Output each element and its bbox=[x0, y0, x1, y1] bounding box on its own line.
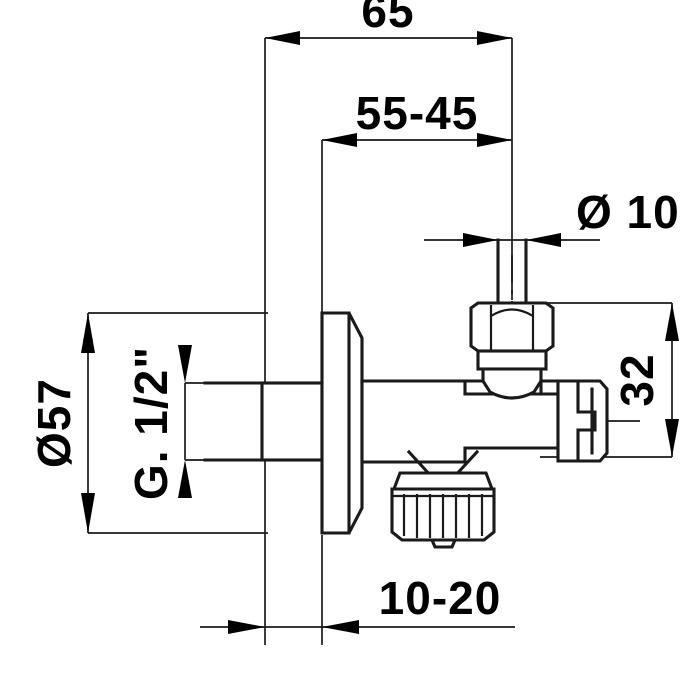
dim-label-dia57: Ø57 bbox=[28, 378, 80, 468]
arrow-65-left bbox=[265, 31, 300, 45]
arrow-thread-top bbox=[178, 345, 192, 383]
handle-collar bbox=[391, 471, 495, 491]
dimension-thread-size: G. 1/2" bbox=[125, 345, 192, 500]
hex-facet-arc bbox=[490, 308, 534, 317]
dim-label-55-45: 55-45 bbox=[356, 87, 479, 139]
dimension-wall-thickness-range: 10-20 bbox=[200, 572, 515, 634]
screwdriver-slot bbox=[576, 381, 597, 461]
dim-label-10-20: 10-20 bbox=[379, 572, 502, 624]
arrow-1020-right bbox=[322, 620, 359, 634]
dimension-outlet-height: 32 bbox=[611, 303, 679, 457]
flange-plate-body bbox=[320, 311, 364, 535]
arrow-dia57-bottom bbox=[81, 493, 95, 533]
inlet-threaded-nipple bbox=[203, 381, 324, 462]
dimension-flange-diameter: Ø57 bbox=[28, 313, 95, 533]
dimension-projection-range: 55-45 bbox=[322, 87, 512, 147]
dim-label-65: 65 bbox=[361, 0, 414, 37]
outlet-assembly bbox=[463, 238, 560, 400]
handle-bottom-boss bbox=[429, 538, 458, 549]
arrow-dia10-left bbox=[463, 233, 498, 247]
dim-label-32: 32 bbox=[611, 353, 663, 406]
slotted-end-cap bbox=[556, 379, 609, 463]
dim-label-thread: G. 1/2" bbox=[125, 346, 177, 500]
arrow-5545-left bbox=[322, 133, 357, 147]
nut-collar bbox=[476, 349, 548, 371]
dimension-outlet-diameter: Ø 10 bbox=[424, 186, 680, 247]
arrow-1020-left bbox=[228, 620, 265, 634]
valve-neck-cone bbox=[481, 367, 543, 400]
arrow-32-top bbox=[665, 303, 679, 341]
dimension-overall-length: 65 bbox=[265, 0, 512, 45]
handle-knurl-ribs bbox=[402, 494, 484, 538]
wall-flange-escutcheon bbox=[320, 311, 364, 535]
arrow-dia57-top bbox=[81, 313, 95, 353]
arrow-5545-right bbox=[477, 133, 512, 147]
arrow-32-bottom bbox=[665, 419, 679, 457]
arrow-thread-bottom bbox=[178, 460, 192, 498]
knurled-control-handle bbox=[390, 449, 496, 549]
dim-label-dia10: Ø 10 bbox=[576, 186, 680, 238]
arrow-65-right bbox=[477, 31, 512, 45]
arrow-dia10-right bbox=[526, 233, 561, 247]
thread-relief-box bbox=[260, 381, 324, 462]
